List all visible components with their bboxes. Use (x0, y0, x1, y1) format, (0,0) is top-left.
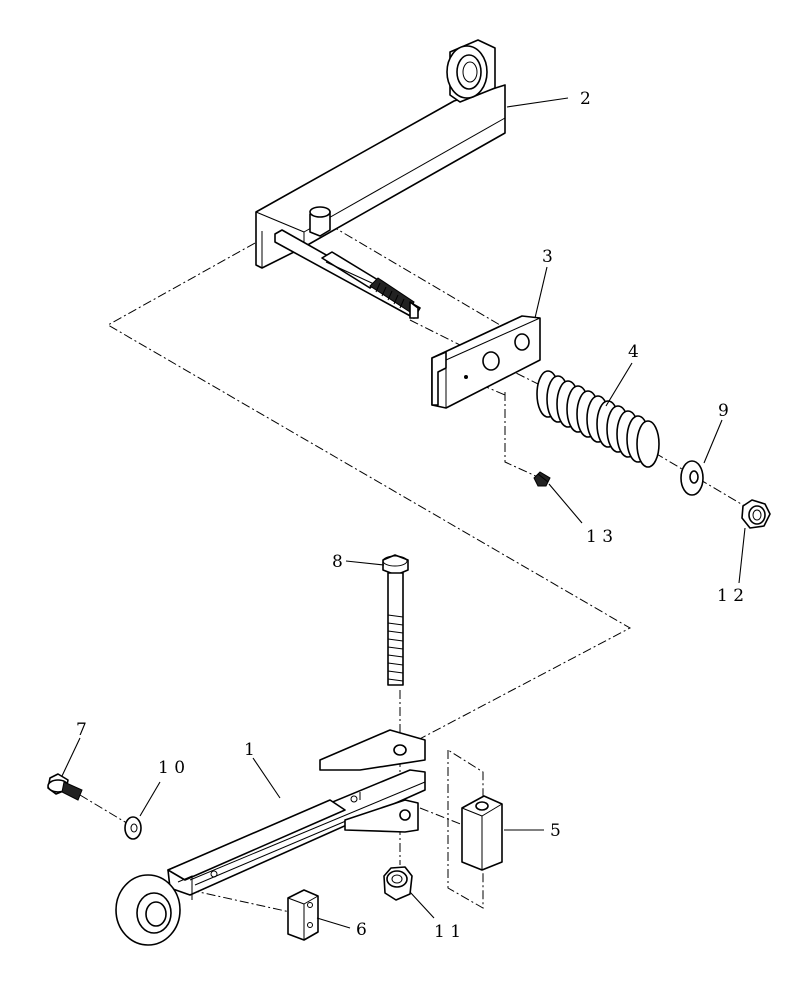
callout-4: 4 (628, 342, 639, 362)
callout-6: 6 (356, 920, 367, 940)
callout-5: 5 (550, 821, 561, 841)
leader-lines (61, 97, 746, 929)
callout-1: 1 (244, 740, 255, 760)
callout-10: 1 0 (158, 758, 185, 778)
callout-12: 1 2 (717, 586, 744, 606)
callout-3: 3 (542, 247, 553, 267)
grease-fitting-part-13 (533, 471, 551, 487)
bracket-plate-part-3 (431, 315, 541, 409)
small-block-part-6 (287, 889, 319, 941)
lock-nut-part-12 (741, 499, 771, 529)
callout-2: 2 (580, 89, 591, 109)
washer-part-9 (680, 460, 704, 496)
spring-part-4 (536, 370, 660, 468)
lower-link-part-1 (115, 729, 426, 946)
callout-8: 8 (332, 552, 343, 572)
callout-9: 9 (718, 401, 729, 421)
callout-13: 1 3 (586, 527, 613, 547)
hex-nut-part-11 (383, 866, 413, 901)
flange-bolt-part-7 (47, 773, 83, 801)
long-bolt-part-8 (382, 554, 409, 686)
block-part-5 (461, 795, 503, 871)
upper-arm-part-2 (255, 39, 506, 269)
callout-labels: 2 3 4 9 1 3 1 2 8 7 1 1 0 5 6 1 1 (76, 89, 744, 942)
callout-7: 7 (76, 720, 87, 740)
callout-11: 1 1 (434, 922, 461, 942)
washer-part-10 (124, 816, 142, 840)
threaded-rod (274, 229, 421, 319)
